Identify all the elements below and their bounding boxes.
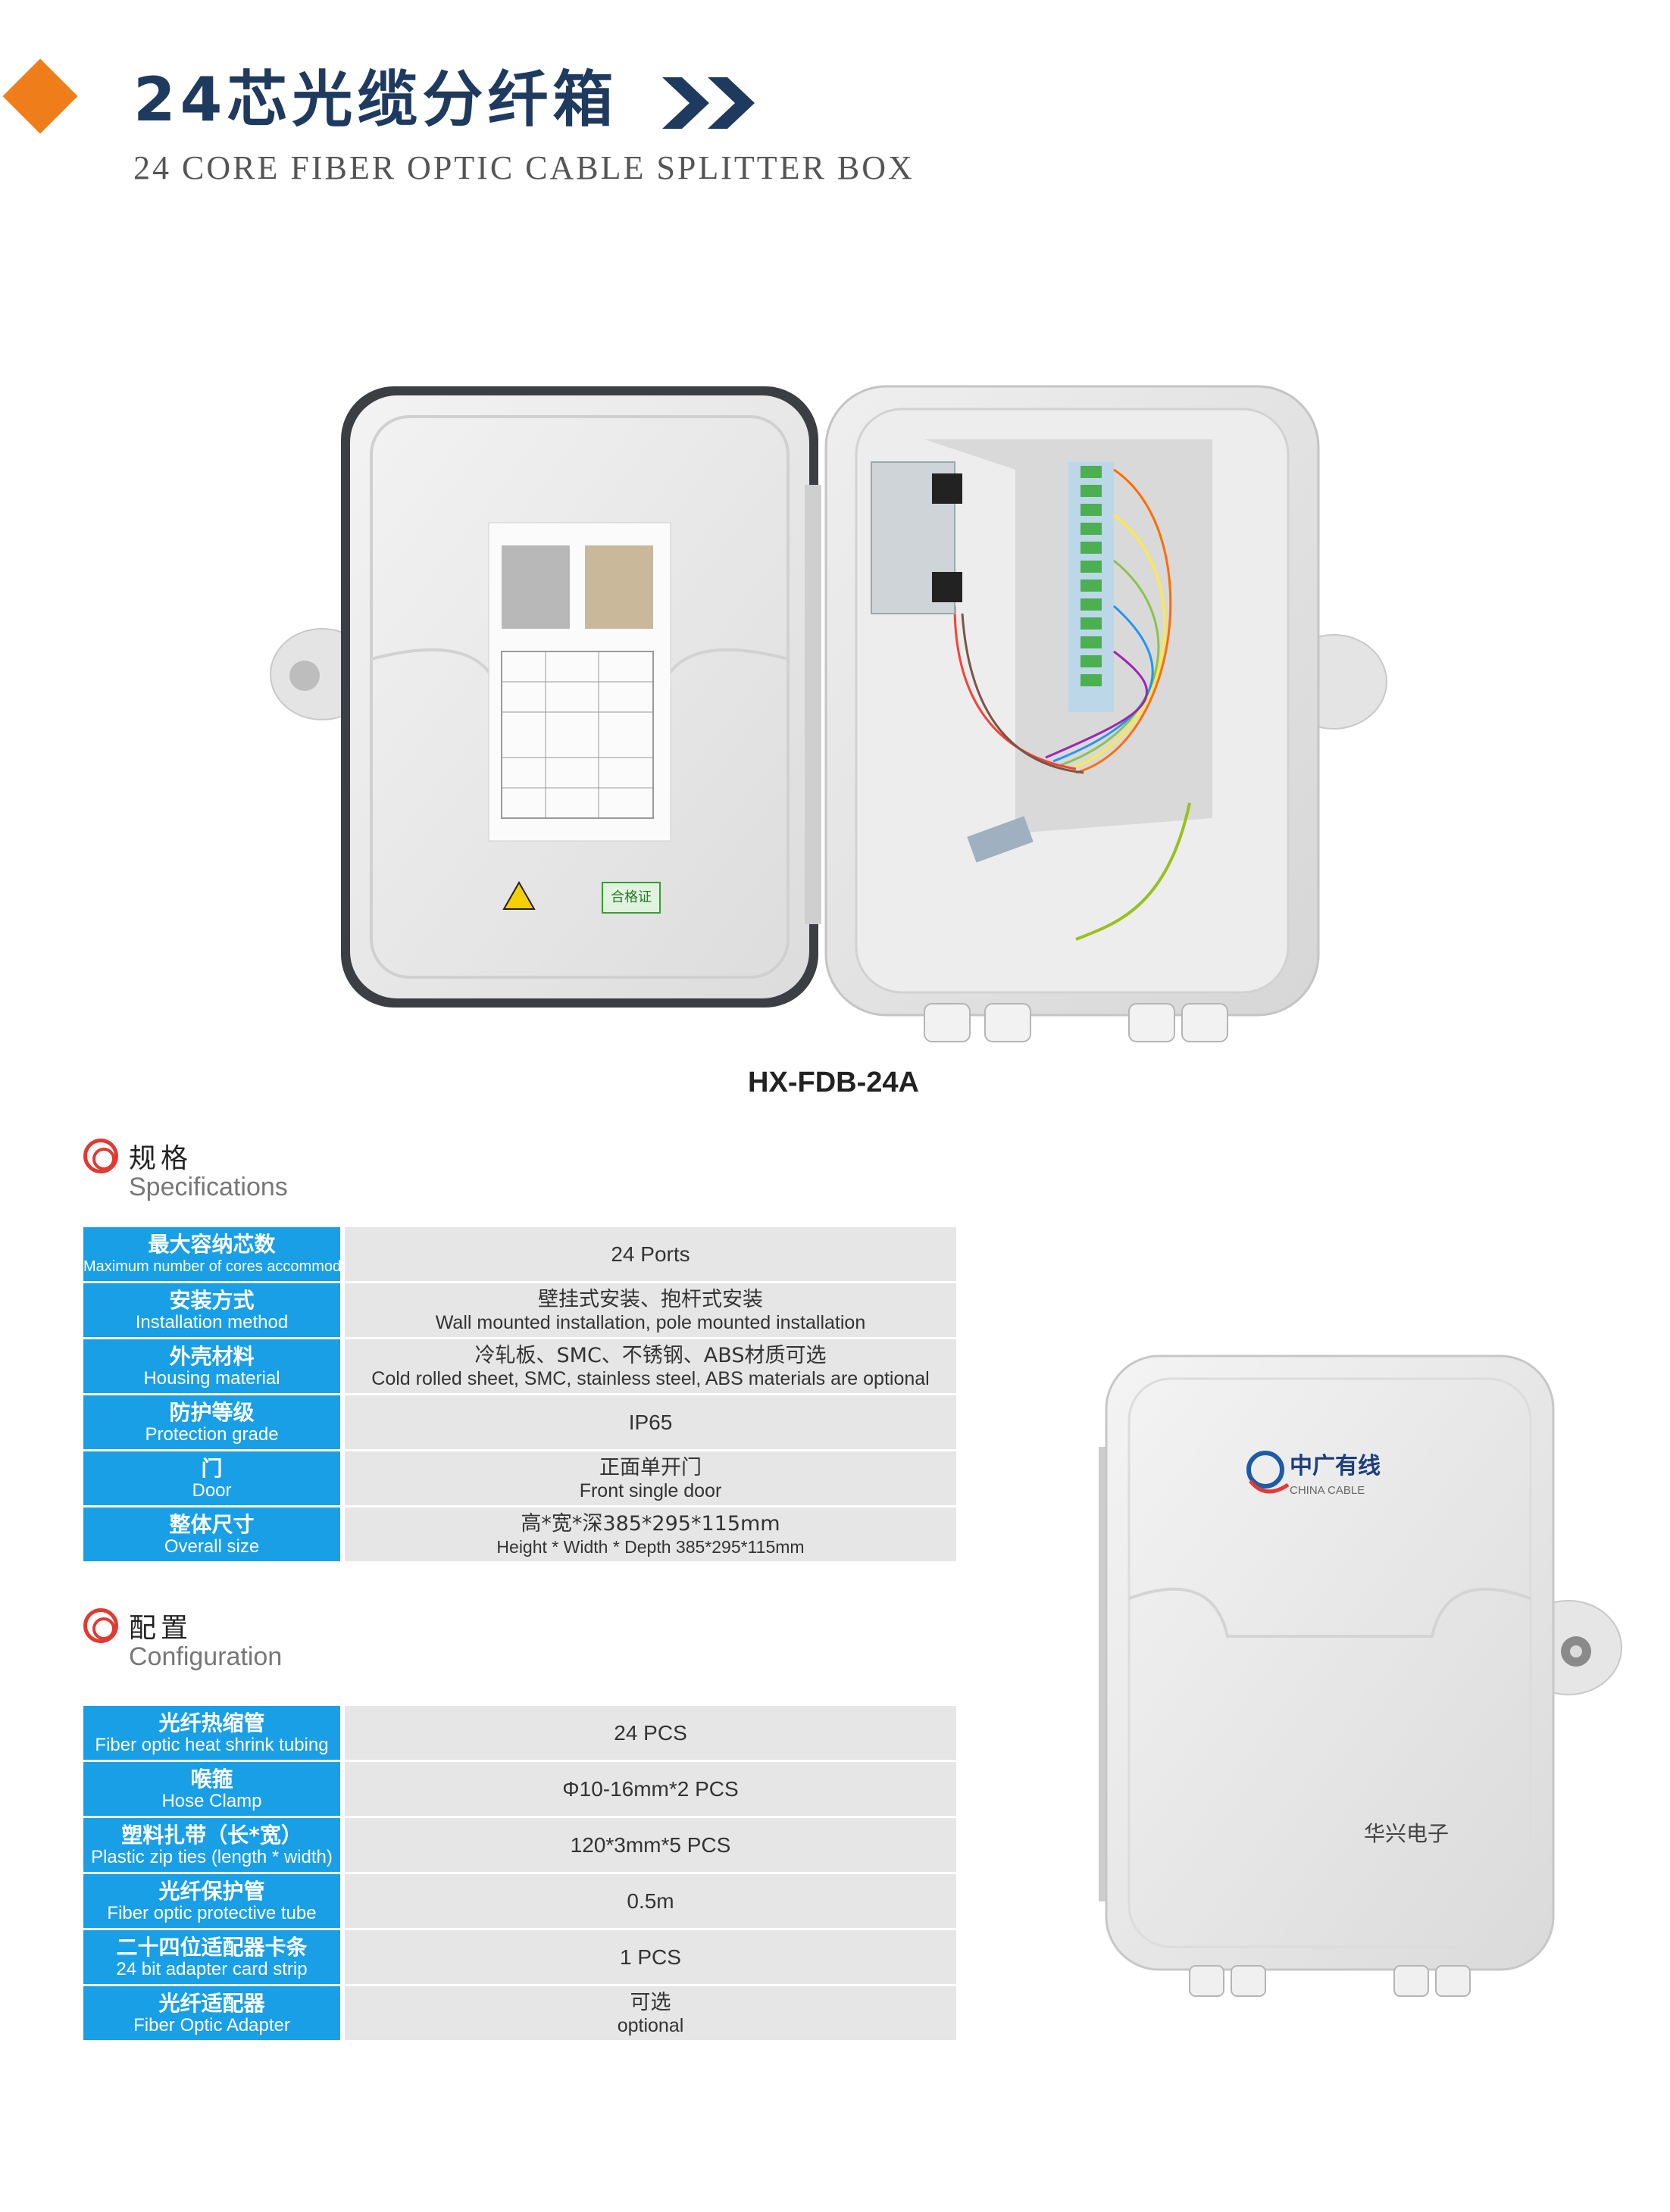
row-label: 塑料扎带（长*宽）Plastic zip ties (length * widt… (83, 1818, 345, 1872)
brand-logo-subtext: CHINA CABLE (1290, 1484, 1365, 1497)
section-bullet-icon (83, 1139, 118, 1173)
section-heading-en: Specifications (129, 1173, 288, 1201)
row-value: 120*3mm*5 PCS (345, 1818, 956, 1872)
certificate-label: 合格证 (611, 889, 652, 905)
row-value: 24 Ports (345, 1227, 956, 1281)
open-box-photo: 合格证 (270, 385, 1387, 1042)
row-value: 1 PCS (345, 1930, 956, 1984)
table-row: 塑料扎带（长*宽）Plastic zip ties (length * widt… (83, 1818, 956, 1874)
row-value: IP65 (345, 1395, 956, 1449)
page-subtitle: 24 CORE FIBER OPTIC CABLE SPLITTER BOX (133, 149, 915, 186)
section-heading-cn: 规格 (129, 1143, 193, 1174)
section-heading-en: Configuration (129, 1642, 283, 1671)
row-value: 0.5m (345, 1874, 956, 1928)
row-value: 24 PCS (345, 1706, 956, 1760)
maker-label: 华兴电子 (1364, 1821, 1449, 1846)
closed-box-photo: 中广有线 CHINA CABLE 华兴电子 (1099, 1354, 1622, 1997)
brand-logo-text: 中广有线 (1290, 1453, 1381, 1479)
row-value: Φ10-16mm*2 PCS (345, 1762, 956, 1816)
section-bullet-icon (83, 1608, 118, 1643)
orange-diamond-icon (2, 58, 78, 134)
chevron-right-icon (708, 77, 755, 129)
section-heading-cn: 配置 (129, 1613, 193, 1644)
page-title: 24芯光缆分纤箱 (133, 64, 618, 135)
chevron-right-icon (662, 77, 709, 129)
model-number: HX-FDB-24A (748, 1067, 919, 1098)
